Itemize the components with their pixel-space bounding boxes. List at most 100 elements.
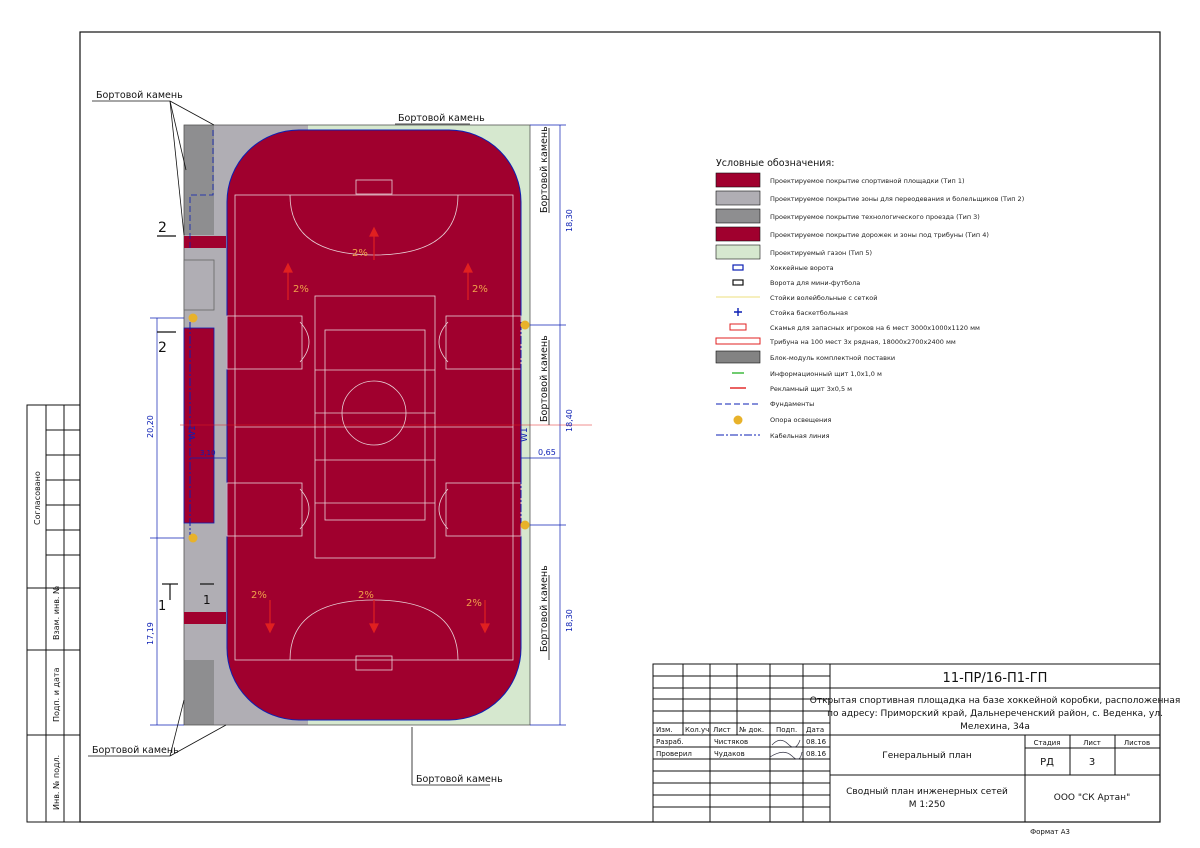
legend-item-label: Проектируемое покрытие зоны для переодев…	[770, 195, 1024, 203]
cable-tag: W1	[188, 425, 198, 440]
section-mark-label: 1	[203, 593, 211, 607]
side-stamp	[26, 404, 81, 823]
site-plan: 2% 2% 2% 2% 2% 2% W1 W1 18,30 18,40 18,3…	[88, 90, 592, 786]
slope-label: 2%	[352, 248, 368, 259]
replace-inv-label: Взам. инв. №	[52, 585, 61, 640]
dimension-label: 18,40	[565, 409, 574, 432]
signature	[769, 739, 803, 760]
basketball-stand-icon	[734, 308, 742, 316]
swatch-driveway	[715, 208, 761, 224]
dimension-label: 0,65	[538, 448, 556, 457]
legend-title: Условные обозначения:	[716, 158, 834, 169]
dimension-label: 20,20	[146, 415, 155, 438]
agreed-label: Согласовано	[33, 471, 42, 525]
role-label: Проверил	[656, 750, 692, 758]
slope-arrows	[265, 226, 490, 634]
legend-item-label: Кабельная линия	[770, 432, 830, 440]
legend-item-label: Хоккейные ворота	[770, 264, 834, 272]
curb-label: Бортовой камень	[398, 113, 485, 124]
legend-item-label: Фундаменты	[770, 400, 814, 408]
section-mark-label: 2	[158, 340, 167, 356]
format-label: Формат А3	[1030, 828, 1070, 836]
legend-item-label: Информационный щит 1,0х1,0 м	[770, 370, 882, 378]
light-pole-icon	[520, 520, 530, 530]
swatch-seating	[715, 190, 761, 206]
header-izm: Изм.	[656, 726, 672, 734]
header-list: Лист	[713, 726, 731, 734]
curb-label: Бортовой камень	[539, 335, 550, 422]
section-mark-label: 1	[158, 599, 166, 614]
swatch-lawn	[715, 244, 761, 260]
driveway-top	[184, 125, 214, 235]
drawing-code: 11-ПР/16-П1-ГП	[943, 671, 1048, 686]
legend-item-label: Проектируемое покрытие дорожек и зоны по…	[770, 231, 989, 239]
sheet-title: Генеральный план	[882, 751, 972, 761]
container-icon	[715, 350, 761, 364]
company-name: ООО "СК Артан"	[1054, 793, 1130, 803]
sign-date-label: Подп. и дата	[52, 667, 61, 722]
slope-label: 2%	[466, 598, 482, 609]
cable-line	[189, 322, 522, 535]
foundation-line	[189, 130, 214, 250]
person-name: Чистяков	[714, 738, 748, 746]
title-block	[652, 663, 1161, 823]
legend-item-label: Опора освещения	[770, 416, 831, 424]
role-label: Разраб.	[656, 738, 684, 746]
dimension-label: 3,10	[200, 449, 216, 457]
inv-no-label: Инв. № подл.	[52, 755, 61, 810]
stage-label: Стадия	[1034, 739, 1061, 747]
swatch-court	[715, 172, 761, 188]
sheet-value: 3	[1089, 757, 1095, 768]
person-name: Чудаков	[714, 750, 745, 758]
section-mark-label: 2	[158, 220, 167, 236]
tribune	[183, 327, 215, 524]
path-bottom	[184, 612, 226, 624]
slope-label: 2%	[293, 284, 309, 295]
legend-item-label: Стойки волейбольные с сеткой	[770, 294, 877, 302]
slope-label: 2%	[251, 590, 267, 601]
sign-date: 08.16	[806, 750, 827, 758]
legend-item-label: Проектируемое покрытие спортивной площад…	[770, 177, 965, 185]
header-podp: Подп.	[776, 726, 797, 734]
legend-item-label: Блок-модуль комплектной поставки	[770, 354, 895, 362]
light-pole-icon	[188, 313, 198, 323]
header-kolych: Кол.уч	[685, 726, 709, 734]
legend-item-label: Проектируемое покрытие технологического …	[770, 213, 980, 221]
legend-item-label: Трибуна на 100 мест 3х рядная, 18000х270…	[769, 338, 956, 346]
bench-icon	[729, 323, 747, 331]
swatch-paths	[715, 226, 761, 242]
sheet-label: Лист	[1083, 739, 1101, 747]
curb-label: Бортовой камень	[416, 774, 503, 785]
container-block	[183, 259, 215, 311]
header-date: Дата	[806, 726, 824, 734]
legend-item-label: Стойка баскетбольная	[770, 309, 848, 317]
legend-item-label: Ворота для мини-футбола	[770, 279, 860, 287]
drawing-name: Сводный план инженерных сетей	[846, 787, 1008, 797]
legend: Условные обозначения: Проектируемое покр…	[715, 158, 1024, 440]
curb-label: Бортовой камень	[92, 745, 179, 756]
legend-item-label: Скамья для запасных игроков на 6 мест 30…	[770, 324, 980, 332]
curb-label: Бортовой камень	[96, 90, 183, 101]
light-pole-icon	[520, 320, 530, 330]
driveway-bottom	[184, 660, 214, 725]
sheets-label: Листов	[1124, 739, 1150, 747]
court-markings	[226, 179, 522, 671]
legend-item-label: Проектируемый газон (Тип 5)	[770, 249, 872, 257]
project-line-3: Мелехина, 34а	[960, 722, 1030, 732]
leader-lines	[88, 100, 550, 786]
hockey-goal-icon	[732, 264, 744, 271]
slope-label: 2%	[472, 284, 488, 295]
light-pole-icon	[188, 533, 198, 543]
path-top	[184, 236, 226, 248]
dimension-label: 17,19	[146, 622, 155, 645]
stage-value: РД	[1040, 757, 1054, 768]
dimension-label: 18,30	[565, 609, 574, 632]
sign-date: 08.16	[806, 738, 827, 746]
light-pole-icon	[733, 415, 743, 425]
dimension-label: 18,30	[565, 209, 574, 232]
curb-label: Бортовой камень	[539, 126, 550, 213]
stand-icon	[715, 337, 761, 345]
header-doc: № док.	[739, 726, 764, 734]
section-marks	[157, 235, 214, 600]
